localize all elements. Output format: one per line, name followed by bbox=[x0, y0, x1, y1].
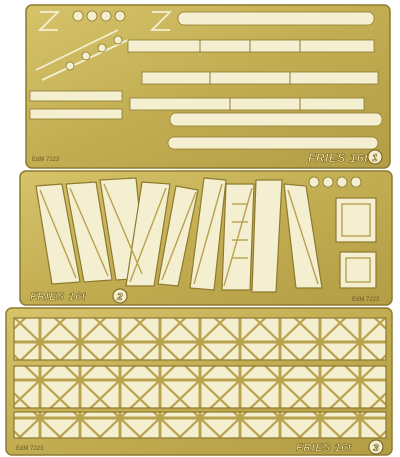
strip-dividers bbox=[199, 40, 301, 110]
rivet-discs bbox=[308, 176, 362, 188]
fret-label: FRIES 16t bbox=[30, 291, 87, 303]
truss-row bbox=[13, 317, 387, 361]
rivet-discs bbox=[65, 10, 126, 71]
panel-bracing bbox=[39, 183, 319, 287]
fret-label: FRIES 16t bbox=[296, 442, 353, 454]
fret-1: EdM 7223 FRIES 16t 1 bbox=[25, 4, 391, 169]
fret-number: 1 bbox=[372, 153, 378, 164]
fret-label: FRIES 16t bbox=[308, 151, 369, 165]
fret-number: 3 bbox=[373, 443, 379, 454]
fret-number: 2 bbox=[116, 292, 123, 303]
truss-row bbox=[13, 411, 387, 439]
strip-parts bbox=[29, 11, 383, 150]
fret-code: EdM 7223 bbox=[32, 157, 60, 163]
fret-3: EdM 7223 FRIES 16t 3 bbox=[5, 307, 393, 456]
fret-code: EdM 7223 bbox=[16, 446, 44, 452]
fret-2: FRIES 16t 2 EdM 7223 bbox=[19, 170, 393, 306]
fret-code: EdM 7223 bbox=[352, 297, 380, 303]
truss-row bbox=[13, 365, 387, 409]
